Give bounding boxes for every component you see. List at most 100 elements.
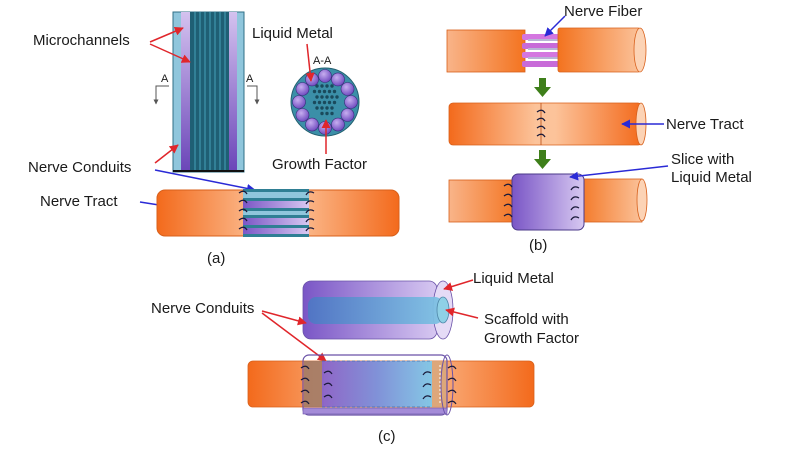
suture-stitch xyxy=(422,395,432,400)
liquid-metal-bead xyxy=(344,95,358,109)
growth-factor-dot xyxy=(325,95,329,99)
panel-a: A A A-A Microchannels Liquid Metal Growt… xyxy=(28,11,400,267)
liquid-metal-bead xyxy=(340,108,355,122)
cross-section-a-a: A-A xyxy=(290,55,360,137)
suture-stitch xyxy=(447,389,457,394)
scaffold-label-line2: Growth Factor xyxy=(484,330,579,347)
suture-stitch xyxy=(570,196,580,201)
slice-label-line1: Slice with xyxy=(671,151,734,168)
suture-stitch xyxy=(300,389,310,394)
growth-factor-dot xyxy=(325,111,329,116)
suture-stitch xyxy=(536,117,546,122)
growth-factor-dot xyxy=(320,84,324,88)
sutures xyxy=(503,183,580,221)
suture-stitch xyxy=(536,133,546,138)
nerve-conduits-label-c: Nerve Conduits xyxy=(151,300,254,317)
growth-factor-dot xyxy=(320,95,324,99)
liquid-metal-label: Liquid Metal xyxy=(252,25,333,42)
suture-stitch xyxy=(305,218,315,223)
microchannels-arrow-1 xyxy=(149,27,184,43)
growth-factor-dot xyxy=(315,84,319,88)
suture-stitch xyxy=(536,125,546,130)
growth-factor-dot xyxy=(320,111,324,116)
growth-factor-dot xyxy=(315,106,319,110)
liquid-metal-bead xyxy=(292,95,306,109)
sutures xyxy=(300,365,457,405)
microchannels-arrow-2 xyxy=(149,43,191,63)
scaffold-arrow xyxy=(445,307,479,319)
slice-label-line2: Liquid Metal xyxy=(671,169,752,186)
liquid-metal-bead xyxy=(305,72,319,87)
conduit-cylinder xyxy=(302,280,454,340)
suture-stitch xyxy=(305,191,315,196)
growth-factor-dot xyxy=(317,100,322,105)
sutured-nerve xyxy=(448,102,647,146)
suture-stitch xyxy=(300,377,310,382)
down-arrow-1 xyxy=(534,78,551,97)
suture-stitch xyxy=(300,400,310,405)
section-label: A-A xyxy=(313,55,332,67)
suture-stitch xyxy=(422,383,432,388)
panel-c-caption: (c) xyxy=(378,428,396,445)
suture-stitch xyxy=(570,186,580,191)
growth-factor-dot xyxy=(320,106,324,110)
slice-arrow xyxy=(569,165,669,181)
panel-a-caption: (a) xyxy=(207,250,225,267)
liquid-metal-bead xyxy=(295,82,310,96)
nerve-fiber-arrow xyxy=(544,15,566,37)
suture-stitch xyxy=(238,190,248,195)
nerve-with-conduit xyxy=(247,354,535,416)
conduit-longitudinal-view xyxy=(172,11,245,173)
panel-b: Nerve Fiber Nerve Tract Slice with xyxy=(446,3,752,254)
panel-b-caption: (b) xyxy=(529,237,547,254)
liquid-metal-beads xyxy=(292,69,358,135)
growth-factor-dot xyxy=(335,95,339,99)
suture-stitch xyxy=(570,216,580,221)
growth-factor-dots xyxy=(312,84,339,116)
growth-factor-dot xyxy=(317,89,322,94)
growth-factor-dot xyxy=(330,106,334,110)
section-mark-left-label: A xyxy=(161,73,169,85)
suture-stitch xyxy=(238,208,248,213)
liquid-metal-bead xyxy=(340,82,355,96)
nerve-tract-label: Nerve Tract xyxy=(40,193,118,210)
suture-stitch xyxy=(305,200,315,205)
suture-stitch xyxy=(503,203,513,208)
growth-factor-dot xyxy=(327,100,332,105)
nerve-fiber-label: Nerve Fiber xyxy=(564,3,642,20)
nerve-conduits-arrow-red xyxy=(154,144,179,164)
liquid-metal-bead xyxy=(331,117,345,132)
growth-factor-dot xyxy=(325,106,329,110)
growth-factor-dot xyxy=(322,89,327,94)
liquid-metal-bead xyxy=(318,69,332,83)
suture-stitch xyxy=(323,382,333,387)
section-mark-right-label: A xyxy=(246,73,254,85)
suture-stitch xyxy=(447,400,457,405)
nerve-conduits-arrow-c1 xyxy=(261,310,307,326)
liquid-metal-label-c: Liquid Metal xyxy=(473,270,554,287)
panel-c: Liquid Metal Scaffold with Growth Factor… xyxy=(151,270,579,445)
nerve-conduits-label: Nerve Conduits xyxy=(28,159,131,176)
growth-factor-dot xyxy=(330,84,334,88)
growth-factor-dot xyxy=(327,89,332,94)
growth-factor-dot xyxy=(315,95,319,99)
suture-stitch xyxy=(447,365,457,370)
liquid-metal-arrow-c xyxy=(443,279,474,291)
suture-stitch xyxy=(447,377,457,382)
nerve-conduits-arrow-c2 xyxy=(261,312,327,362)
nerve-tract-with-conduits xyxy=(156,189,400,237)
suture-stitch xyxy=(323,394,333,399)
liquid-metal-bead xyxy=(305,117,319,132)
growth-factor-dot xyxy=(332,89,337,94)
microchannel-lines xyxy=(194,12,226,172)
growth-factor-dot xyxy=(330,111,334,116)
suture-stitch xyxy=(323,370,333,375)
growth-factor-dot xyxy=(330,95,334,99)
suture-stitch xyxy=(422,371,432,376)
section-mark-right: A xyxy=(246,73,260,105)
liquid-metal-bead xyxy=(295,108,310,122)
suture-stitch xyxy=(305,227,315,232)
sutures xyxy=(238,190,315,232)
suture-stitch xyxy=(503,213,513,218)
